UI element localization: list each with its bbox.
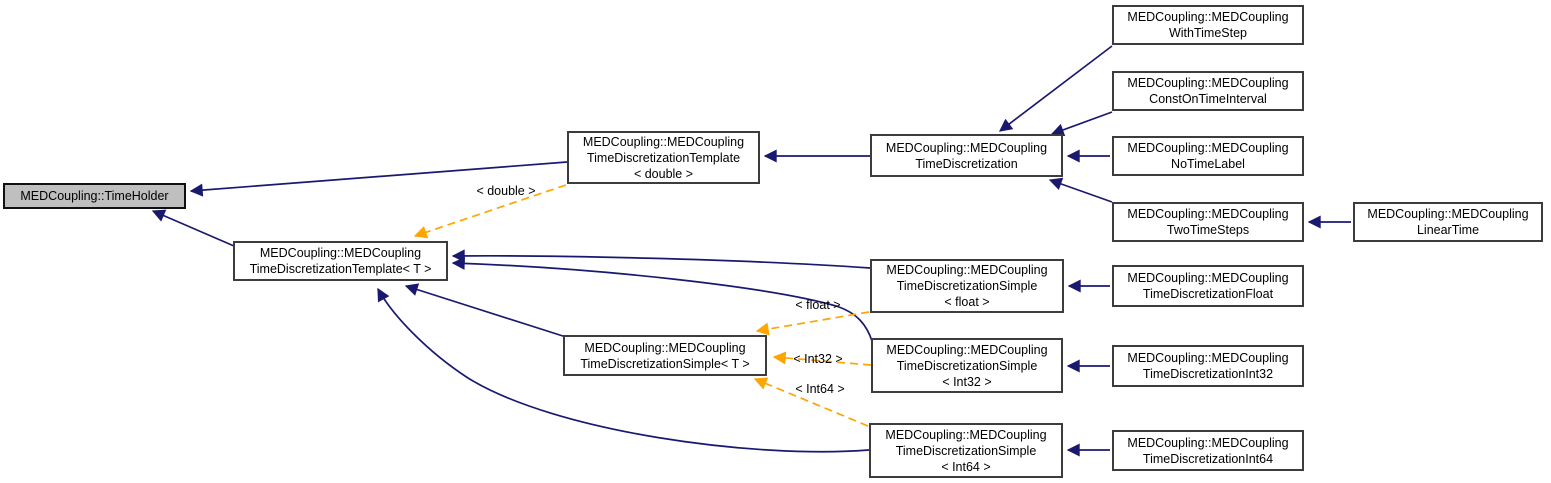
edge-constontimeinterval-to-timediscretization [1050,111,1113,137]
edge-simpleint32-instantiates-simplet [772,351,872,366]
edge-simpleint64-instantiates-simplet [753,377,869,427]
class-node-timediscretizationint64[interactable]: MEDCoupling::MEDCoupling TimeDiscretizat… [1112,430,1304,471]
class-node-twotimesteps[interactable]: MEDCoupling::MEDCoupling TwoTimeSteps [1112,202,1304,242]
edge-simplefloat-to-templatet [451,249,871,269]
class-node-timediscretizationint32[interactable]: MEDCoupling::MEDCoupling TimeDiscretizat… [1112,345,1304,387]
class-node-timediscretizationsimple-t[interactable]: MEDCoupling::MEDCoupling TimeDiscretizat… [563,335,767,376]
edge-templatedouble-instantiates-templatet [413,184,567,239]
class-node-timediscretizationfloat[interactable]: MEDCoupling::MEDCoupling TimeDiscretizat… [1112,265,1304,307]
template-arg-label-int64: < Int64 > [795,382,845,396]
class-node-timediscretizationtemplate-double[interactable]: MEDCoupling::MEDCoupling TimeDiscretizat… [567,131,760,184]
template-arg-label-int32: < Int32 > [793,352,843,366]
class-node-notimelabel[interactable]: MEDCoupling::MEDCoupling NoTimeLabel [1112,136,1304,176]
class-node-timediscretizationsimple-int64[interactable]: MEDCoupling::MEDCoupling TimeDiscretizat… [869,423,1063,478]
edge-simpleint32-to-templatet [451,256,873,342]
edge-templatedouble-to-timeholder [189,161,568,197]
class-node-timeholder: MEDCoupling::TimeHolder [3,183,186,209]
edge-simplefloat-instantiates-simplet [755,311,870,336]
class-node-timediscretization[interactable]: MEDCoupling::MEDCoupling TimeDiscretizat… [870,134,1063,177]
class-node-withtimestep[interactable]: MEDCoupling::MEDCoupling WithTimeStep [1112,5,1304,45]
edge-templatet-to-timeholder [151,209,235,247]
edge-withtimestep-to-timediscretization [998,45,1113,132]
template-arg-label-double: < double > [476,184,536,198]
class-node-timediscretizationsimple-int32[interactable]: MEDCoupling::MEDCoupling TimeDiscretizat… [871,338,1063,393]
edge-twotimesteps-to-timediscretization [1048,177,1113,203]
class-node-lineartime[interactable]: MEDCoupling::MEDCoupling LinearTime [1353,202,1543,242]
class-node-timediscretizationsimple-float[interactable]: MEDCoupling::MEDCoupling TimeDiscretizat… [870,259,1064,313]
template-arg-label-float: < float > [795,298,841,312]
edge-simpleint64-to-templatet [377,287,870,453]
edge-simplet-to-templatet [404,283,567,338]
class-node-constontimeinterval[interactable]: MEDCoupling::MEDCoupling ConstOnTimeInte… [1112,71,1304,111]
class-node-timediscretizationtemplate-t[interactable]: MEDCoupling::MEDCoupling TimeDiscretizat… [233,241,448,281]
